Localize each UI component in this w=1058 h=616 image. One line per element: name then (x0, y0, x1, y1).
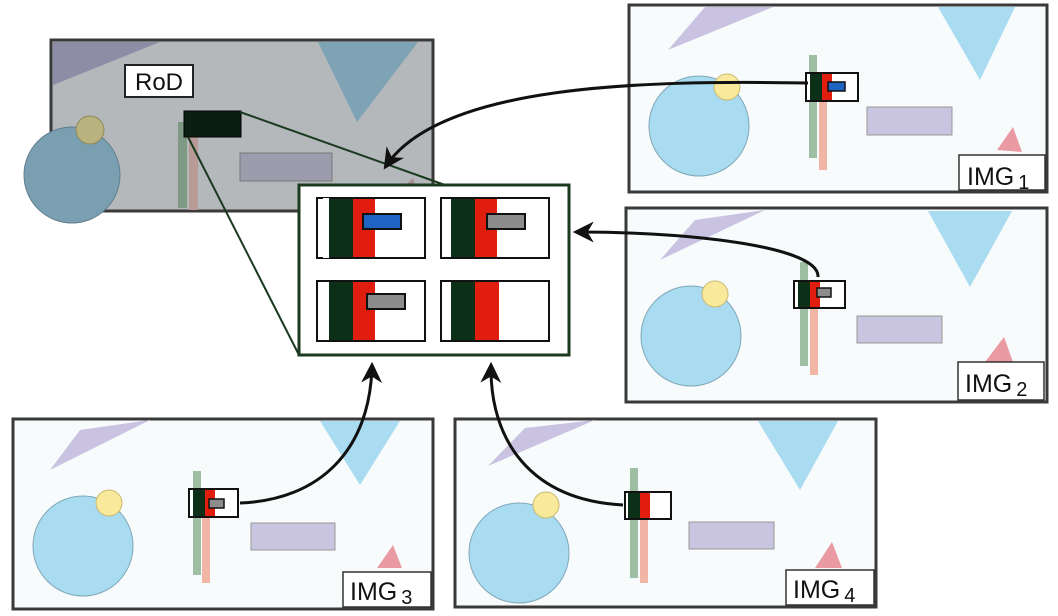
patch-img4 (440, 280, 550, 342)
arrow-img2-to-patches (572, 221, 820, 278)
arrow-img4-to-patches (480, 361, 624, 507)
patch-comparison-panel (297, 183, 571, 357)
rod-label: RoD (135, 69, 183, 96)
rod-panel: RoD (23, 38, 435, 224)
arrow-img3-to-patches (239, 361, 383, 505)
patch-img1 (316, 197, 426, 259)
arrow-img1-to-rod (383, 80, 809, 170)
patch-img2 (440, 197, 550, 259)
patch-img3 (316, 280, 426, 342)
